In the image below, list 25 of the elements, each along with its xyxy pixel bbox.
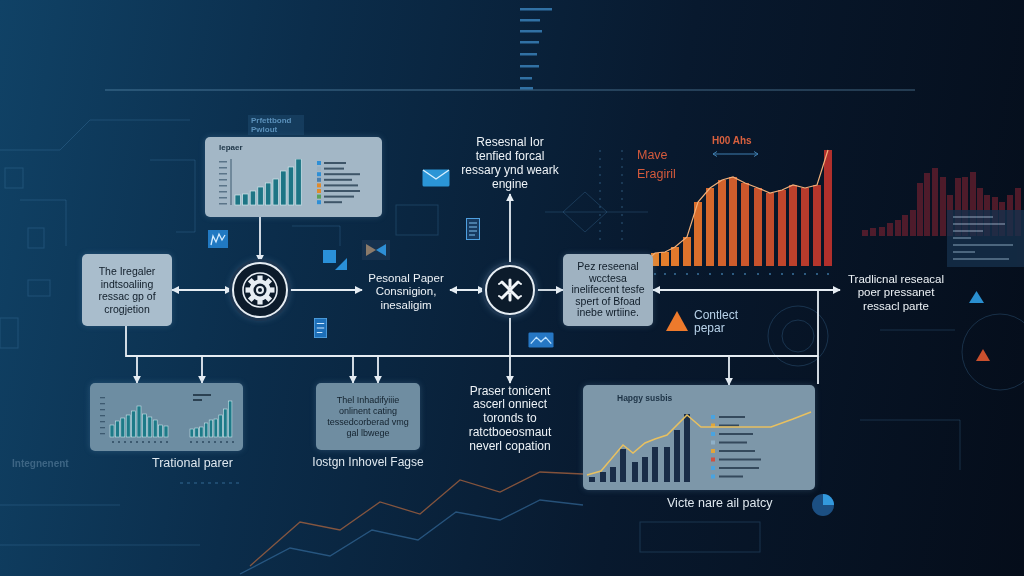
chart-label: H00 Ahs [712, 135, 753, 146]
connector-line [125, 325, 730, 357]
chart-title: Iepaer [219, 143, 243, 152]
panel-text: The Iregaler indtsoaliing ressac gp of crogjetion [97, 264, 157, 316]
process-circle [485, 265, 535, 315]
arrow [349, 355, 382, 384]
chart-caption: Victe nare ail patcy [667, 496, 773, 510]
node-label: Praser tonicent ascerl onniect toronds to ratctboeosmaut neverl copation [458, 383, 562, 455]
node-label: Pesonal Paper Consnigion, inesaligim [362, 270, 450, 314]
arrow [725, 355, 733, 386]
panel-heading: Iostgn Inhovel Fagse [311, 455, 425, 469]
arrow [652, 286, 841, 294]
node-label: Resesnal Ior tenfied forcal ressary ynd weark engine [458, 134, 562, 194]
faint-label: Prfettbond Pwlout [248, 115, 304, 136]
chart-label: Mave Eragiril [637, 147, 677, 183]
text-panel [82, 254, 172, 326]
node-label: Tradlicnal reseacal poer pressanet ressacl parte [840, 270, 952, 316]
chart-title: Hapgy susbis [617, 393, 673, 403]
process-circle [232, 262, 288, 318]
panel-text: Pez reseenal wcctesa inelifecent tesfe spert of Bfoad inebe wrtiine. [571, 261, 645, 319]
text-panel [563, 254, 653, 326]
arrow [133, 355, 206, 384]
panel-heading: Trational parer [152, 456, 233, 470]
chart-label: Contlect pepar [694, 309, 740, 336]
panel-text: Thel Inhadifyiiie onlinent cating tessedcorberad vmg gal lbwege [326, 394, 410, 439]
